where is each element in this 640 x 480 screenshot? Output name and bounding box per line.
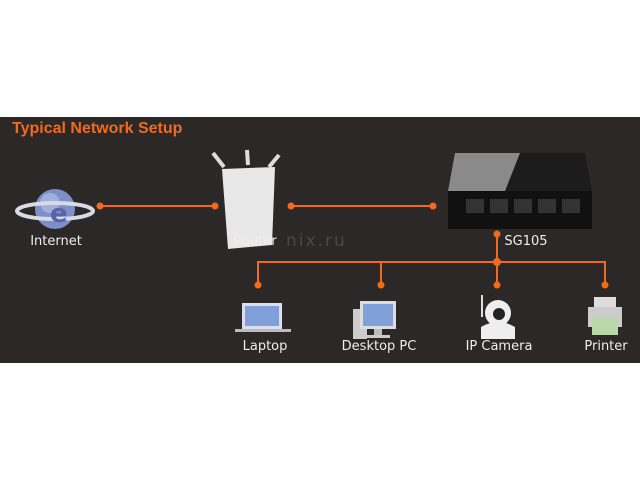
connection-lines [96,202,609,289]
label-laptop: Laptop [242,339,288,354]
desktop-icon [353,301,396,339]
laptop-icon [235,303,291,332]
label-router: Router [233,234,277,249]
line-bus [257,261,606,285]
watermark: nix.ru [286,231,347,251]
switch-icon [448,153,592,229]
router-icon [211,149,281,249]
globe-icon: e [15,189,95,229]
label-camera: IP Camera [465,339,533,354]
network-diagram: e [0,117,640,363]
label-switch: SG105 [504,234,548,249]
printer-icon [588,297,622,335]
label-internet: Internet [30,234,82,249]
diagram-title: Typical Network Setup [12,120,183,137]
diagram-graphics: e [15,149,622,339]
label-printer: Printer [584,339,628,354]
label-desktop: Desktop PC [341,339,417,354]
camera-icon [481,295,515,339]
svg-text:e: e [50,199,68,229]
